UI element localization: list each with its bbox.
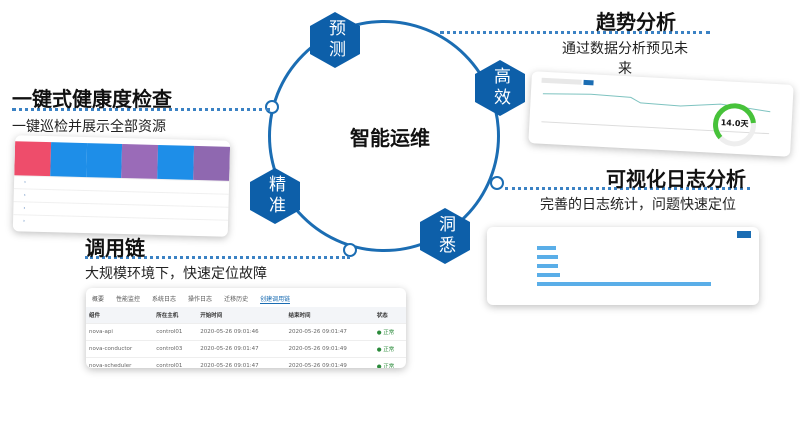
log-title: 可视化日志分析 bbox=[606, 167, 746, 191]
connector-line bbox=[85, 256, 350, 259]
trace-title: 调用链 bbox=[85, 236, 145, 260]
column-header: 状态 bbox=[373, 307, 406, 324]
resource-tile bbox=[193, 145, 231, 181]
table-cell: control01 bbox=[153, 357, 198, 368]
table-cell: ● 正常 bbox=[373, 340, 406, 358]
ring-node bbox=[490, 176, 504, 190]
resource-tile bbox=[14, 141, 51, 177]
table-cell: 2020-05-26 09:01:47 bbox=[285, 323, 374, 341]
table-cell: 2020-05-26 09:01:49 bbox=[285, 340, 374, 358]
column-header: 组件 bbox=[86, 307, 154, 324]
table-cell: ● 正常 bbox=[373, 357, 406, 368]
trend-subtitle: 通过数据分析预见未来 bbox=[562, 41, 688, 77]
connector-line bbox=[12, 108, 270, 111]
ring-node bbox=[343, 243, 357, 257]
hex-precise: 精准 bbox=[250, 168, 300, 224]
resource-tile bbox=[157, 144, 195, 180]
log-bar bbox=[537, 273, 561, 277]
connector-line bbox=[505, 187, 750, 190]
table-cell: 2020-05-26 09:01:49 bbox=[285, 357, 374, 368]
trace-subtitle: 大规模环境下，快速定位故障 bbox=[85, 266, 267, 282]
trend-screenshot: 14.0天 bbox=[528, 71, 794, 157]
log-bar bbox=[537, 264, 558, 268]
resource-tile bbox=[85, 143, 123, 179]
tab[interactable]: 操作日志 bbox=[188, 296, 213, 303]
gauge-value: 14.0天 bbox=[720, 118, 749, 129]
column-header: 结束时间 bbox=[285, 307, 374, 324]
log-subtitle: 完善的日志统计，问题快速定位 bbox=[540, 197, 736, 213]
connector-line bbox=[440, 31, 710, 34]
table-cell: 2020-05-26 09:01:47 bbox=[197, 340, 286, 358]
tab[interactable]: 性能监控 bbox=[116, 296, 141, 303]
hex-insight: 洞悉 bbox=[420, 208, 470, 264]
table-cell: 2020-05-26 09:01:46 bbox=[197, 323, 286, 341]
log-bar bbox=[537, 282, 712, 286]
health-screenshot: › › › › bbox=[12, 135, 231, 237]
log-bar bbox=[537, 255, 558, 259]
central-ring bbox=[268, 20, 500, 252]
download-button[interactable] bbox=[737, 231, 751, 238]
log-bar bbox=[537, 246, 556, 250]
tab[interactable]: 创建调用链 bbox=[260, 296, 291, 304]
table-cell: 2020-05-26 09:01:47 bbox=[197, 357, 286, 368]
log-bar-chart bbox=[487, 227, 759, 305]
health-title: 一键式健康度检查 bbox=[12, 87, 172, 111]
hex-predict: 预测 bbox=[310, 12, 360, 68]
table-cell: nova-scheduler bbox=[86, 357, 154, 368]
ring-node bbox=[265, 100, 279, 114]
center-label: 智能运维 bbox=[350, 126, 430, 150]
resource-tile bbox=[121, 144, 159, 179]
column-header: 所在主机 bbox=[153, 307, 198, 324]
table-cell: control01 bbox=[153, 323, 198, 341]
table-cell: nova-api bbox=[86, 323, 154, 341]
tab[interactable]: 系统日志 bbox=[152, 296, 177, 303]
tab[interactable]: 概要 bbox=[92, 296, 105, 303]
tab[interactable]: 迁移历史 bbox=[224, 296, 249, 303]
table-cell: control03 bbox=[153, 340, 198, 358]
table-cell: nova-conductor bbox=[86, 340, 154, 358]
gauge bbox=[713, 103, 757, 147]
health-subtitle: 一键巡检并展示全部资源 bbox=[12, 119, 166, 135]
trend-title: 趋势分析 bbox=[596, 10, 676, 34]
table-cell: ● 正常 bbox=[373, 323, 406, 341]
resource-tile bbox=[50, 142, 87, 178]
trace-table-card: 概要 性能监控 系统日志 操作日志 迁移历史 创建调用链 组件所在主机开始时间结束时间状态… bbox=[86, 288, 406, 368]
column-header: 开始时间 bbox=[197, 307, 286, 324]
